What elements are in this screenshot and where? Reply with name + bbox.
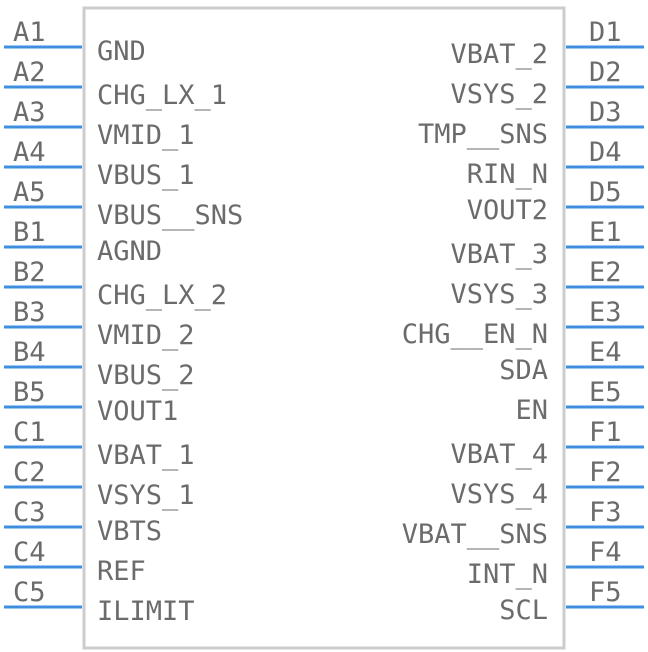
pin-name-d5: VOUT2 bbox=[467, 195, 548, 226]
pin-number-e3: E3 bbox=[589, 297, 622, 328]
pin-name-d2: VSYS_2 bbox=[450, 79, 548, 110]
pin-name-a2: CHG_LX_1 bbox=[97, 80, 227, 111]
pin-number-c5: C5 bbox=[13, 577, 46, 608]
pin-name-c1: VBAT_1 bbox=[97, 440, 195, 471]
pin-name-a3: VMID_1 bbox=[97, 120, 195, 151]
pin-number-d4: D4 bbox=[589, 137, 622, 168]
pin-number-f1: F1 bbox=[589, 417, 622, 448]
pin-name-b5: VOUT1 bbox=[97, 396, 178, 427]
pin-name-f4: INT_N bbox=[467, 559, 548, 590]
pin-number-a5: A5 bbox=[13, 177, 46, 208]
pin-name-c3: VBTS bbox=[97, 516, 162, 547]
pin-number-c3: C3 bbox=[13, 497, 46, 528]
pin-name-e3: CHG__EN_N bbox=[402, 319, 548, 350]
pin-name-e4: SDA bbox=[499, 355, 548, 386]
pin-name-b1: AGND bbox=[97, 236, 162, 267]
pin-number-e1: E1 bbox=[589, 217, 622, 248]
pin-number-e4: E4 bbox=[589, 337, 622, 368]
pin-number-d5: D5 bbox=[589, 177, 622, 208]
pin-number-e2: E2 bbox=[589, 257, 622, 288]
pin-number-b5: B5 bbox=[13, 377, 46, 408]
pin-number-d1: D1 bbox=[589, 17, 622, 48]
pin-name-c4: REF bbox=[97, 556, 146, 587]
pin-name-b3: VMID_2 bbox=[97, 320, 195, 351]
pin-number-f5: F5 bbox=[589, 577, 622, 608]
pin-number-a2: A2 bbox=[13, 57, 46, 88]
pin-name-e5: EN bbox=[515, 395, 548, 426]
pin-number-b4: B4 bbox=[13, 337, 46, 368]
pin-number-c2: C2 bbox=[13, 457, 46, 488]
pin-name-f2: VSYS_4 bbox=[450, 479, 548, 510]
pin-number-c1: C1 bbox=[13, 417, 46, 448]
pin-name-b2: CHG_LX_2 bbox=[97, 280, 227, 311]
pin-name-f5: SCL bbox=[499, 595, 548, 626]
pin-name-f3: VBAT__SNS bbox=[402, 519, 548, 550]
pin-name-b4: VBUS_2 bbox=[97, 360, 195, 391]
pin-name-f1: VBAT_4 bbox=[450, 439, 548, 470]
pin-name-d3: TMP__SNS bbox=[418, 119, 548, 150]
pin-number-e5: E5 bbox=[589, 377, 622, 408]
pin-number-a3: A3 bbox=[13, 97, 46, 128]
pin-name-c5: ILIMIT bbox=[97, 596, 195, 627]
pin-name-e2: VSYS_3 bbox=[450, 279, 548, 310]
pin-name-d4: RIN_N bbox=[467, 159, 548, 190]
pin-number-b1: B1 bbox=[13, 217, 46, 248]
pin-number-f3: F3 bbox=[589, 497, 622, 528]
pin-name-c2: VSYS_1 bbox=[97, 480, 195, 511]
pin-number-d2: D2 bbox=[589, 57, 622, 88]
pin-name-e1: VBAT_3 bbox=[450, 239, 548, 270]
component-body bbox=[82, 6, 566, 650]
pin-number-b3: B3 bbox=[13, 297, 46, 328]
pin-number-d3: D3 bbox=[589, 97, 622, 128]
pin-number-b2: B2 bbox=[13, 257, 46, 288]
pin-number-f4: F4 bbox=[589, 537, 622, 568]
pin-number-a1: A1 bbox=[13, 17, 46, 48]
pin-number-a4: A4 bbox=[13, 137, 46, 168]
pin-name-a1: GND bbox=[97, 36, 146, 67]
pin-number-c4: C4 bbox=[13, 537, 46, 568]
pin-name-d1: VBAT_2 bbox=[450, 39, 548, 70]
pin-name-a4: VBUS_1 bbox=[97, 160, 195, 191]
pin-name-a5: VBUS__SNS bbox=[97, 200, 243, 231]
pin-number-f2: F2 bbox=[589, 457, 622, 488]
